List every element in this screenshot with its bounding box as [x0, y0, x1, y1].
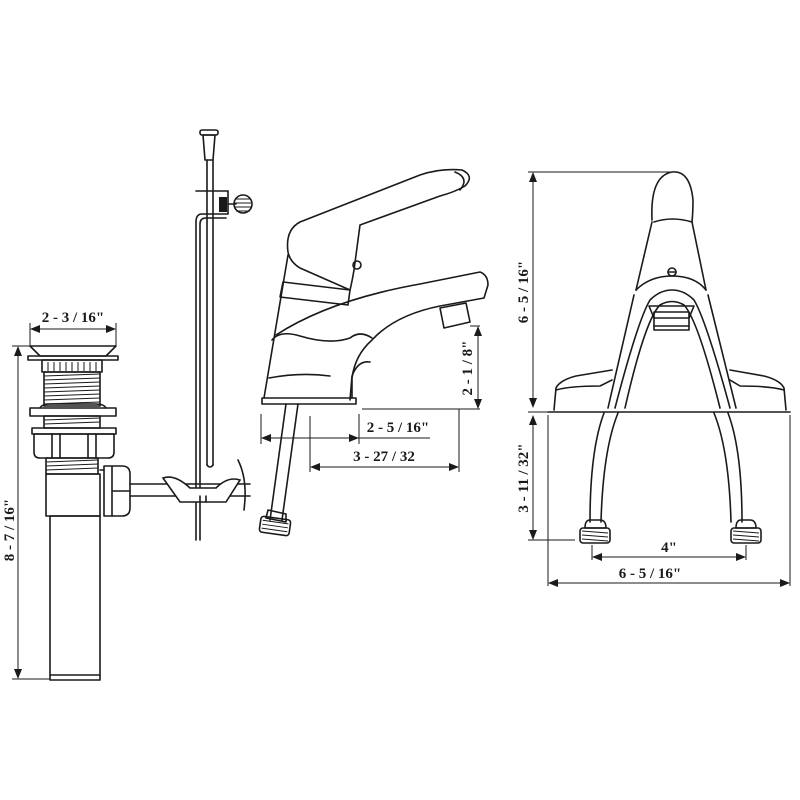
supply-length-dimension: 3 - 11 / 32"	[516, 415, 575, 541]
faucet-side-view	[258, 168, 489, 537]
pop-up-drain	[27, 345, 251, 681]
base-width-dimension: 6 - 5 / 16"	[547, 415, 791, 587]
base-width-label: 6 - 5 / 16"	[619, 566, 682, 582]
center-spacing-label: 4"	[661, 540, 677, 556]
drain-width-dimension: 2 - 3 / 16"	[29, 310, 117, 346]
spout-height-dimension: 2 - 1 / 8"	[362, 325, 482, 410]
body-height-dimension: 6 - 5 / 16"	[516, 171, 672, 413]
drain-height-dimension: 8 - 7 / 16"	[2, 345, 50, 680]
faucet-front-view	[547, 171, 791, 544]
overall-depth-dimension: 3 - 27 / 32	[309, 409, 460, 472]
drain-height-label: 8 - 7 / 16"	[2, 499, 18, 562]
center-spacing-dimension: 4"	[591, 540, 747, 561]
spout-reach-dimension: 2 - 5 / 16"	[260, 414, 430, 444]
supply-length-label: 3 - 11 / 32"	[516, 443, 532, 512]
spout-reach-label: 2 - 5 / 16"	[367, 420, 430, 436]
spout-height-label: 2 - 1 / 8"	[460, 341, 476, 396]
body-height-label: 6 - 5 / 16"	[516, 261, 532, 324]
lift-rod	[161, 129, 253, 541]
overall-depth-label: 3 - 27 / 32	[353, 449, 415, 465]
drain-width-label: 2 - 3 / 16"	[42, 310, 105, 326]
